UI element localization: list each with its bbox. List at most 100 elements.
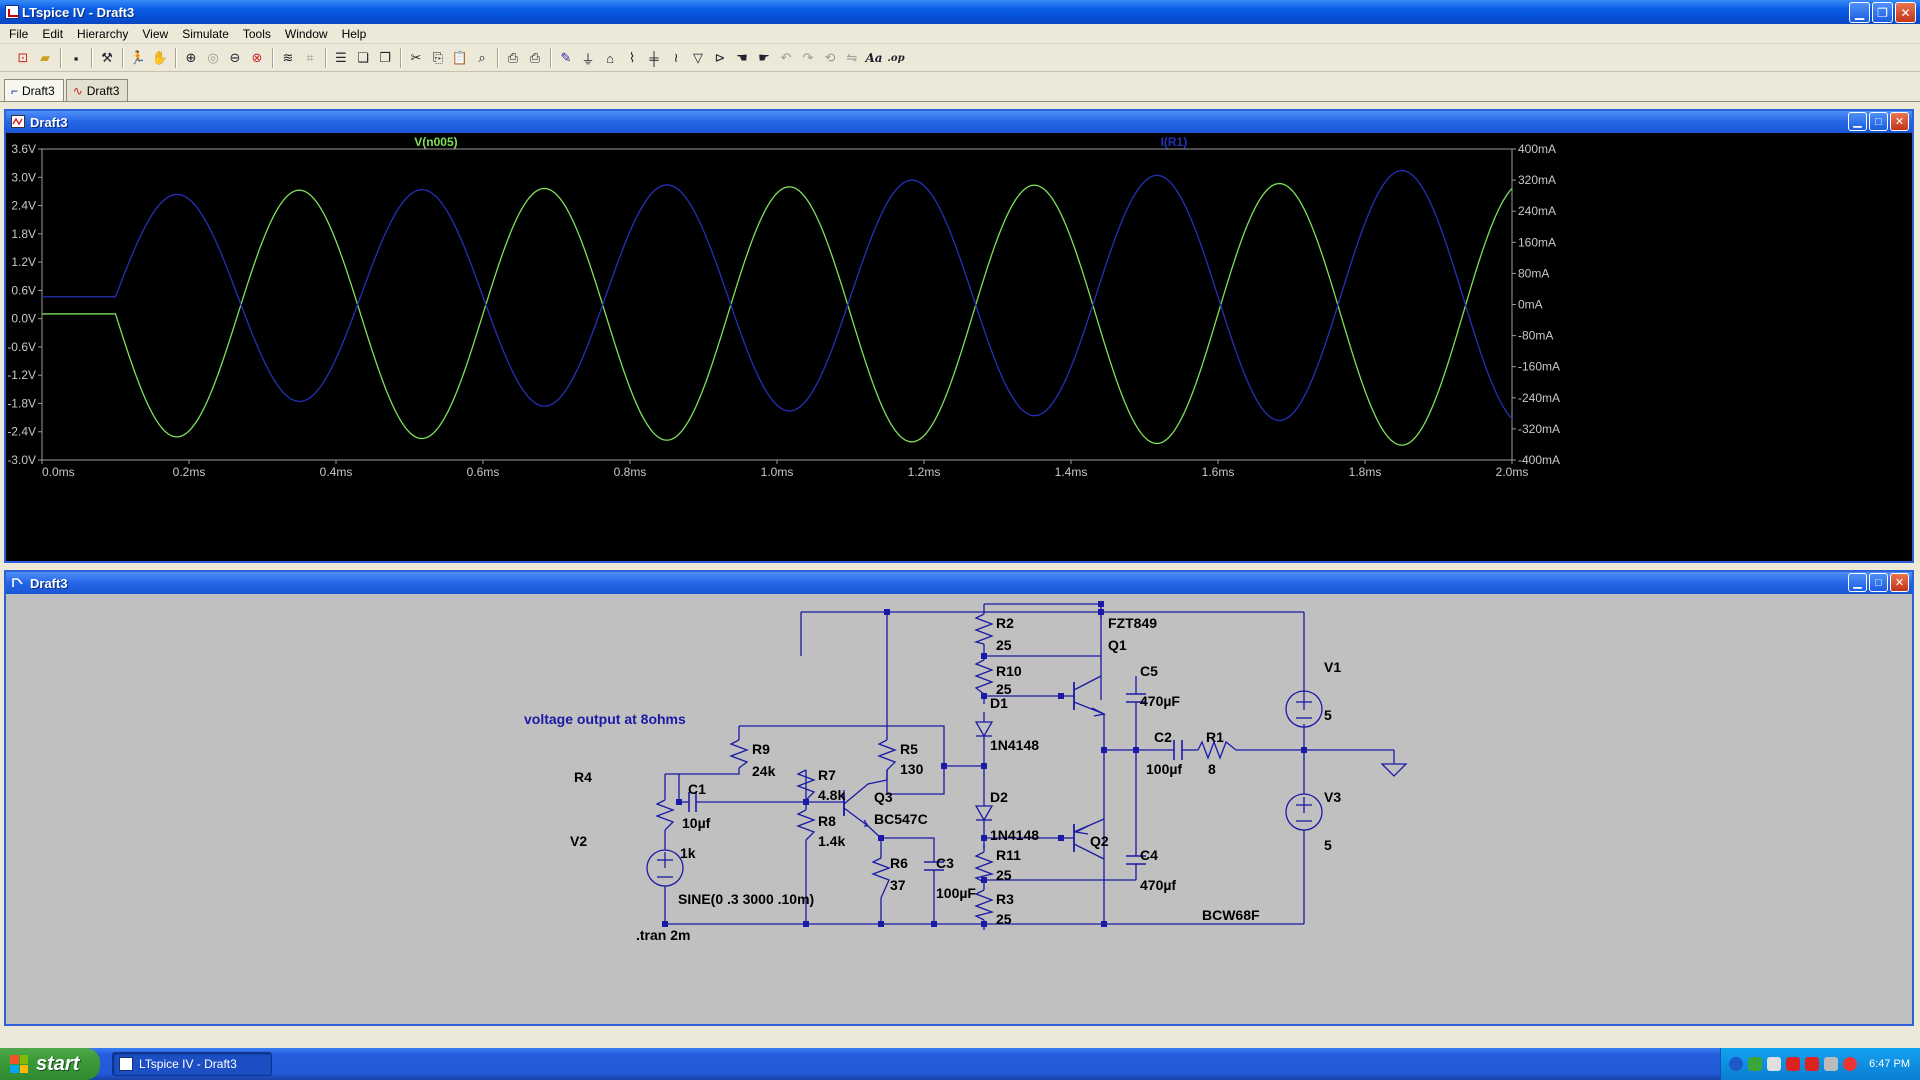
volume-icon[interactable] [1824,1057,1838,1071]
schematic-window-icon [12,578,23,587]
bluetooth-icon[interactable] [1729,1057,1743,1071]
run-simulation-icon[interactable]: 🏃 [129,50,147,65]
schematic-canvas[interactable]: R2 25 FZT849 Q1 R10 25 C5 470µF D1 1N414… [6,594,1912,1024]
ground-icon[interactable]: ⏚ [581,51,595,67]
toolbar-divider [497,48,498,68]
print-setup-icon[interactable]: ⎙ [507,50,519,65]
waveform-window-titlebar[interactable]: Draft3 ▁ □ ✕ [6,111,1912,133]
cut-icon[interactable]: ✂ [410,50,422,65]
new-schematic-icon[interactable]: ⊡ [17,50,29,65]
rotate-icon[interactable]: ⟲ [824,50,836,65]
schematic-minimize-button[interactable]: ▁ [1848,573,1867,592]
paste-icon[interactable]: 📋 [451,50,469,65]
control-panel-hammer-icon[interactable]: ⚒ [101,50,113,65]
zoom-fit-icon[interactable]: ⊗ [251,50,263,65]
tab-label: Draft3 [22,83,55,98]
menu-help[interactable]: Help [341,26,367,41]
update-icon[interactable] [1843,1057,1857,1071]
toolbar-divider [550,48,551,68]
menu-window[interactable]: Window [284,26,328,41]
diode-icon[interactable]: ▽ [693,50,703,65]
copy-icon[interactable]: ⎘ [432,50,444,65]
waveform-close-button[interactable]: ✕ [1890,112,1909,131]
menu-edit[interactable]: Edit [42,26,64,41]
restore-button[interactable]: ❐ [1872,2,1893,23]
inductor-icon[interactable]: ≀ [673,50,679,65]
label-r11: R11 [996,847,1021,863]
schematic-maximize-button[interactable]: □ [1869,573,1888,592]
label-r9: R9 [752,741,770,757]
y-right-tick-label: -240mA [1518,391,1560,405]
schematic-close-button[interactable]: ✕ [1890,573,1909,592]
toolbar-divider [91,48,92,68]
spice-directive-icon[interactable]: .op [887,52,905,64]
start-label: start [36,1052,80,1075]
alert-icon[interactable] [1786,1057,1800,1071]
print-icon[interactable]: ⎙ [529,50,541,65]
schematic-window-titlebar[interactable]: Draft3 ▁ □ ✕ [6,572,1912,594]
save-icon[interactable]: ▪ [73,50,79,66]
menu-tools[interactable]: Tools [242,26,271,41]
label-v2: V2 [570,833,587,849]
y-left-tick-label: 3.0V [11,170,36,184]
x-tick-label: 0.0ms [42,465,75,479]
monitor-icon[interactable] [1767,1057,1781,1071]
text-tool-icon[interactable]: Aa [865,51,883,65]
tab-waveform-draft3[interactable]: ∿ Draft3 [65,79,129,101]
toolbar-divider [325,48,326,68]
minimize-button[interactable]: ▁ [1849,2,1870,23]
waveform-chart[interactable]: 3.6V3.0V2.4V1.8V1.2V0.6V0.0V-0.6V-1.2V-1… [6,133,1912,561]
menu-hierarchy[interactable]: Hierarchy [77,26,129,41]
label-d1-model: 1N4148 [990,737,1039,753]
y-left-tick-label: 1.2V [11,255,36,269]
drag-hand-icon[interactable]: ☛ [758,50,770,65]
label-c2: C2 [1154,729,1172,745]
halt-hand-icon[interactable]: ✋ [151,50,169,65]
network-icon[interactable] [1748,1057,1762,1071]
autorange-icon[interactable]: ≋ [282,50,294,65]
cascade-icon[interactable]: ❏ [357,50,369,65]
menu-file[interactable]: File [9,26,29,41]
delete-traces-icon[interactable]: ⌗ [306,50,314,65]
move-hand-icon[interactable]: ☚ [736,50,748,65]
spice-directive-tran[interactable]: .tran 2m [636,927,690,943]
open-folder-icon[interactable]: ▰ [40,50,50,65]
ltspice-task-icon [119,1057,133,1071]
redo-icon[interactable]: ↷ [802,50,814,65]
component-icon[interactable]: ⊳ [714,50,726,65]
net-label-icon[interactable]: ⌂ [606,50,614,66]
pan-icon[interactable]: ◎ [207,50,219,65]
resistor-icon[interactable]: ⌇ [628,50,636,65]
tile-horizontal-icon[interactable]: ☰ [335,50,347,65]
undo-icon[interactable]: ↶ [780,50,792,65]
security-icon[interactable] [1805,1057,1819,1071]
label-d2-model: 1N4148 [990,827,1039,843]
taskbar-item-ltspice[interactable]: LTspice IV - Draft3 [112,1052,272,1076]
label-r6-value: 37 [890,877,906,893]
waveform-minimize-button[interactable]: ▁ [1848,112,1867,131]
circuit-schematic[interactable]: R2 25 FZT849 Q1 R10 25 C5 470µF D1 1N414… [6,594,1912,1024]
ground-symbol [1380,763,1408,777]
mirror-icon[interactable]: ⇋ [846,50,858,65]
capacitor-icon[interactable]: ╪ [649,50,659,66]
menu-simulate[interactable]: Simulate [182,26,229,41]
waveform-maximize-button[interactable]: □ [1869,112,1888,131]
label-c2-value: 100µf [1146,761,1182,777]
y-right-tick-label: -160mA [1518,360,1560,374]
app-titlebar[interactable]: LTspice IV - Draft3 ▁ ❐ ✕ [0,0,1920,24]
menu-view[interactable]: View [142,26,169,41]
schematic-window: Draft3 ▁ □ ✕ [4,570,1914,1026]
zoom-out-icon[interactable]: ⊖ [229,50,241,65]
start-button[interactable]: start [0,1048,100,1080]
close-button[interactable]: ✕ [1895,2,1916,23]
find-binoculars-icon[interactable]: ⌕ [478,50,486,65]
label-q3-model: BC547C [874,811,928,827]
tile-vertical-icon[interactable]: ❐ [379,50,391,65]
label-r4-value: 1k [680,845,696,861]
label-d1: D1 [990,695,1008,711]
draw-wire-icon[interactable]: ✎ [560,50,572,65]
zoom-in-icon[interactable]: ⊕ [185,50,197,65]
tab-schematic-draft3[interactable]: ⌐ Draft3 [4,79,64,101]
